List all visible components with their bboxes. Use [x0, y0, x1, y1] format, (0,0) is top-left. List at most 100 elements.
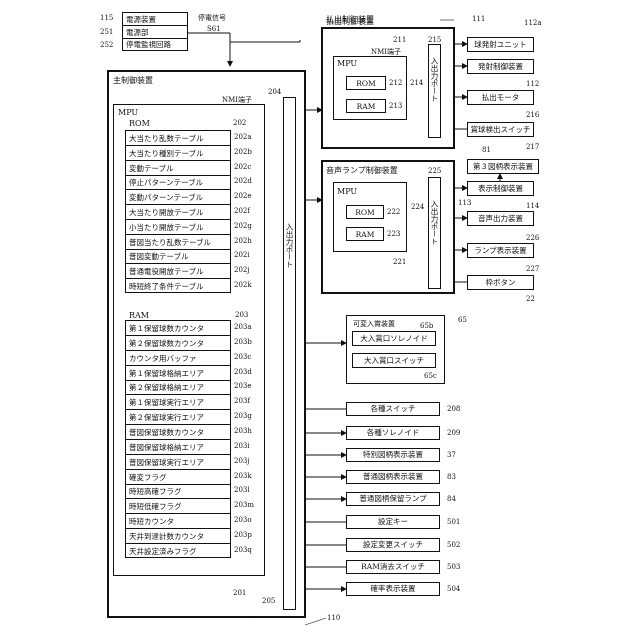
- ram-row: 第２保留球数カウンタ: [126, 336, 230, 351]
- prize-ball-switch: 賞球検出スイッチ: [467, 122, 534, 137]
- ref-252: 252: [100, 41, 113, 50]
- peripheral-ref: 504: [447, 585, 460, 594]
- ram-row: 第１保留球数カウンタ: [126, 321, 230, 336]
- ram-row: 時短カウンタ: [126, 514, 230, 529]
- payout-port-label: 入出力ポート: [430, 57, 439, 102]
- ref-22: 22: [526, 295, 535, 304]
- peripheral-ref: 209: [447, 429, 460, 438]
- rom-row: 大当たり開放テーブル: [126, 205, 230, 220]
- payout-nmi-ref: 211: [393, 36, 406, 45]
- peripheral-ref: 83: [447, 473, 456, 482]
- main-ref: 110: [327, 614, 340, 623]
- peripheral-box: 特別図柄表示装置: [346, 448, 440, 462]
- peripheral-box: 設定変更スイッチ: [346, 538, 440, 552]
- main-mpu-label: MPU: [118, 108, 138, 118]
- ram-row: 普図保留球格納エリア: [126, 440, 230, 455]
- ram-row-ref: 203p: [234, 531, 252, 540]
- rom-ref: 202: [233, 119, 246, 128]
- ram-row-ref: 203a: [234, 323, 252, 332]
- payout-ram-ref: 213: [389, 102, 402, 111]
- rom-label: ROM: [129, 119, 150, 129]
- outage-signal-label: 停電信号: [198, 14, 226, 23]
- rom-row-ref: 202i: [234, 251, 250, 260]
- rom-row: 停止パターンテーブル: [126, 175, 230, 190]
- peripheral-ref: 503: [447, 563, 460, 572]
- ref-217: 217: [526, 143, 539, 152]
- ram-ref: 203: [235, 311, 248, 320]
- sound-title: 音声ランプ制御装置: [326, 166, 398, 176]
- ram-row: カウンタ用バッファ: [126, 351, 230, 366]
- sound-io-port: 入出力ポート: [428, 177, 441, 289]
- signal-ref: S61: [207, 25, 221, 34]
- power-supply-label: 電源装置: [123, 13, 187, 26]
- ram-row: 天井到達計数カウンタ: [126, 529, 230, 544]
- ram-row: 第２保留球実行エリア: [126, 410, 230, 425]
- display-control-device: 表示制御装置: [467, 181, 534, 196]
- launch-control-device: 発射制御装置: [467, 59, 534, 74]
- ram-row-ref: 203q: [234, 546, 252, 555]
- rom-row: 大当たり乱数テーブル: [126, 131, 230, 146]
- sound-port-ref: 225: [428, 167, 441, 176]
- rom-row: 小当たり開放テーブル: [126, 220, 230, 235]
- ram-row-ref: 203d: [234, 368, 252, 377]
- rom-row-ref: 202g: [234, 222, 252, 231]
- main-io-port: 入出力ポート: [283, 97, 296, 610]
- ram-row-ref: 203j: [234, 457, 250, 466]
- main-nmi-ref: 204: [268, 88, 281, 97]
- main-mpu-ref: 201: [233, 589, 246, 598]
- ram-row: 時短低確フラグ: [126, 499, 230, 514]
- payout-rom-ref: 212: [389, 79, 402, 88]
- rom-row-ref: 202d: [234, 177, 252, 186]
- ref-216: 216: [526, 111, 539, 120]
- ram-row: 第１保留球格納エリア: [126, 366, 230, 381]
- ram-row-ref: 203e: [234, 382, 252, 391]
- peripheral-ref: 501: [447, 518, 460, 527]
- rom-row: 普通電役開放テーブル: [126, 264, 230, 279]
- ram-row: 天井設定済みフラグ: [126, 544, 230, 559]
- rom-row-ref: 202j: [234, 266, 250, 275]
- ref-115: 115: [100, 14, 113, 23]
- peripheral-ref: 84: [447, 495, 456, 504]
- ram-row-ref: 203h: [234, 427, 252, 436]
- sound-line-ref: 224: [411, 203, 424, 212]
- ram-row-ref: 203f: [234, 397, 250, 406]
- rom-row: 普図変動テーブル: [126, 249, 230, 264]
- ram-row-ref: 203o: [234, 516, 252, 525]
- third-symbol-display: 第３図柄表示装置: [467, 159, 539, 174]
- ref-226: 226: [526, 234, 539, 243]
- sound-ram-ref: 223: [387, 230, 400, 239]
- outage-monitor-label: 停電監視回路: [123, 39, 187, 51]
- payout-mpu-ref: 214: [410, 79, 423, 88]
- rom-row-ref: 202h: [234, 237, 252, 246]
- ball-launch-unit: 球発射ユニット: [467, 37, 534, 52]
- rom-row-ref: 202a: [234, 133, 252, 142]
- variable-ref: 65: [458, 316, 467, 325]
- ref-112: 112: [526, 80, 539, 89]
- payout-io-port: 入出力ポート: [428, 44, 441, 138]
- sound-ref: 113: [458, 199, 471, 208]
- rom-row: 大当たり種別テーブル: [126, 146, 230, 161]
- peripheral-box: RAM消去スイッチ: [346, 560, 440, 574]
- rom-row-ref: 202b: [234, 148, 252, 157]
- payout-port-ref: 215: [428, 36, 441, 45]
- power-supply-box: 電源装置 電源部 停電監視回路: [122, 12, 188, 51]
- ref-65c: 65c: [424, 372, 437, 381]
- variable-title: 可変入賞装置: [353, 320, 395, 329]
- ram-row: 第１保留球実行エリア: [126, 395, 230, 410]
- sound-rom: ROM: [346, 205, 384, 219]
- ram-row-ref: 203k: [234, 472, 252, 481]
- ref-65b: 65b: [420, 322, 433, 331]
- rom-row: 普図当たり乱数テーブル: [126, 235, 230, 250]
- peripheral-box: 普通図柄表示装置: [346, 470, 440, 484]
- ram-row: 時短高確フラグ: [126, 484, 230, 499]
- peripheral-ref: 502: [447, 541, 460, 550]
- payout-title-text: 払出制御装置: [326, 15, 374, 25]
- rom-row: 時短終了条件テーブル: [126, 279, 230, 294]
- payout-ram: RAM: [346, 99, 386, 113]
- ram-row: 第２保留球格納エリア: [126, 380, 230, 395]
- ram-row-ref: 203l: [234, 486, 250, 495]
- rom-row-ref: 202c: [234, 163, 251, 172]
- peripheral-box: 設定キー: [346, 515, 440, 529]
- rom-row-ref: 202k: [234, 281, 252, 290]
